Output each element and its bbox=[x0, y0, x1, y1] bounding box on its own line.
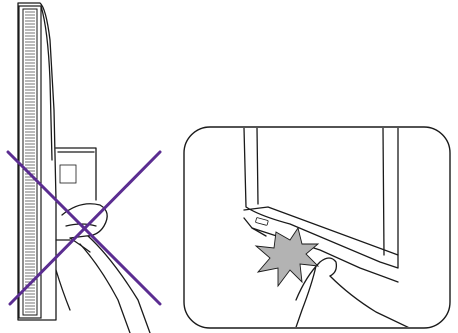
screen-edge-hatching bbox=[25, 12, 35, 312]
monitor-stand bbox=[56, 148, 96, 240]
monitor-side-view bbox=[18, 3, 56, 320]
hand-left bbox=[56, 204, 150, 333]
inset-panel bbox=[184, 127, 450, 333]
